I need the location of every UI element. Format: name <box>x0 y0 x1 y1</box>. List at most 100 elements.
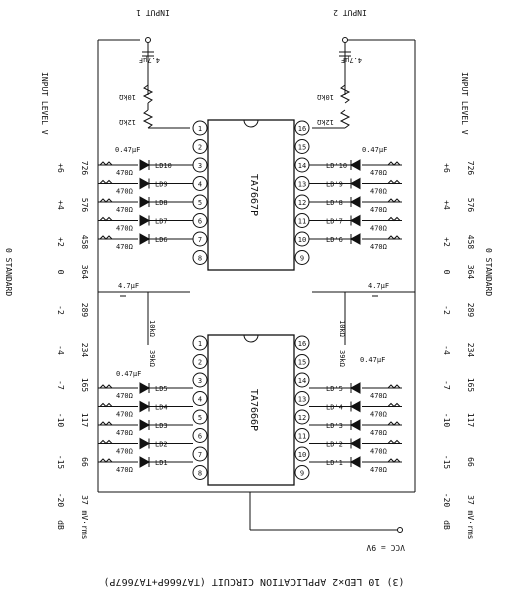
led-resistor-label: 470Ω <box>116 243 133 251</box>
level-mv-right: 458 <box>466 235 475 250</box>
pin-label: 13 <box>298 181 306 189</box>
led-row: 470Ω LD'8 <box>309 196 402 214</box>
led-diode-icon <box>349 159 361 171</box>
pin-label: 5 <box>198 414 202 422</box>
level-mv-right: 726 <box>466 161 475 176</box>
pin-label: 7 <box>198 451 202 459</box>
led-label: LD6 <box>155 236 168 244</box>
led-label: LD1 <box>155 459 168 467</box>
led-label: LD3 <box>155 422 168 430</box>
level-mv-left: 726 <box>80 161 89 176</box>
level-mv-right: 234 <box>466 343 475 358</box>
pin-circle <box>294 372 310 388</box>
pin-label: 9 <box>300 470 304 478</box>
led-diode-icon <box>349 196 361 208</box>
led-diode-icon <box>139 400 151 413</box>
level-db-left: dB <box>56 520 65 530</box>
cap-input-1-label: 4.7μF <box>139 56 160 64</box>
res-series-1-label: 10kΩ <box>119 93 136 101</box>
led-label: LD'8 <box>326 199 343 207</box>
level-mv-left: mV·rms <box>80 511 89 540</box>
mid-wiring <box>98 291 415 345</box>
led-diode-icon <box>139 233 151 245</box>
pin-label: 15 <box>298 359 306 367</box>
level-db-left: -4 <box>56 345 65 355</box>
pin-label: 6 <box>198 433 202 441</box>
input-level-title-right: INPUT LEVEL V <box>460 72 469 135</box>
pin-label: 2 <box>198 144 202 152</box>
pin-label: 16 <box>298 125 306 133</box>
pin-label: 14 <box>298 377 306 385</box>
pin-label: 12 <box>298 414 306 422</box>
level-db-right: -20 <box>442 493 451 508</box>
res-shunt-1-label: 12kΩ <box>119 118 136 126</box>
led-label: LD7 <box>155 218 168 226</box>
level-mv-right: mV·rms <box>466 511 475 540</box>
led-resistor-label: 470Ω <box>370 206 387 214</box>
led-resistor-label: 470Ω <box>370 466 387 474</box>
led-diode-icon <box>139 419 151 431</box>
cap-small-lower-right: 0.47μF <box>360 356 385 364</box>
pin-label: 7 <box>198 236 202 244</box>
level-db-left: -20 <box>56 493 65 508</box>
pin-circle <box>294 354 310 369</box>
level-mv-right: 289 <box>466 303 475 318</box>
input-level-table: +6+4+20-2-4-7-10-15-20dB7265764583642892… <box>56 161 475 540</box>
led-resistor-label: 470Ω <box>116 188 133 196</box>
pin-label: 1 <box>198 340 202 348</box>
level-mv-right: 165 <box>466 378 475 393</box>
led-row: 470Ω LD9 <box>98 177 193 196</box>
led-diode-icon <box>349 400 361 413</box>
led-resistor-label: 470Ω <box>370 225 387 233</box>
level-mv-left: 576 <box>80 198 89 213</box>
led-resistor-label: 470Ω <box>116 225 133 233</box>
led-resistor-label: 470Ω <box>116 448 133 456</box>
level-db-left: 0 <box>56 270 65 275</box>
led-resistor-label: 470Ω <box>116 206 133 214</box>
led-label: LD8 <box>155 199 168 207</box>
led-label: LD5 <box>155 385 168 393</box>
led-label: LD'2 <box>326 441 343 449</box>
level-mv-right: 576 <box>466 198 475 213</box>
level-db-left: -7 <box>56 380 65 390</box>
led-label: LD'3 <box>326 422 343 430</box>
led-label: LD4 <box>155 404 168 412</box>
pin-circle <box>294 446 310 462</box>
cap-small-upper-left: 0.47μF <box>115 146 140 154</box>
pin-label: 1 <box>198 125 202 133</box>
pin-label: 5 <box>198 199 202 207</box>
level-db-left: -2 <box>56 305 65 315</box>
cap-small-lower-left: 0.47μF <box>116 370 141 378</box>
cap-small-upper-right: 0.47μF <box>362 146 387 154</box>
led-label: LD'4 <box>326 404 343 412</box>
level-db-right: -10 <box>442 413 451 428</box>
level-db-left: -10 <box>56 413 65 428</box>
pin-label: 9 <box>300 255 304 263</box>
pin-circle <box>294 391 310 406</box>
led-resistor-label: 470Ω <box>370 188 387 196</box>
pin-label: 4 <box>198 396 202 404</box>
pin-circle <box>294 409 310 425</box>
chip-lower-label: TA7666P <box>248 389 259 431</box>
led-label: LD2 <box>155 441 168 449</box>
pin-circle <box>294 120 310 136</box>
level-db-right: -2 <box>442 305 451 315</box>
level-mv-right: 117 <box>466 413 475 428</box>
vcc-label: VCC = 9V <box>366 543 405 552</box>
led-resistor-label: 470Ω <box>370 243 387 251</box>
level-db-left: +2 <box>56 237 65 247</box>
pin-circle <box>294 335 310 351</box>
led-label: LD'7 <box>326 218 343 226</box>
led-diode-icon <box>349 177 361 190</box>
led-diode-icon <box>139 437 151 450</box>
led-label: LD'10 <box>326 162 347 170</box>
led-label: LD9 <box>155 181 168 189</box>
input-level-title-left: INPUT LEVEL V <box>40 72 49 135</box>
